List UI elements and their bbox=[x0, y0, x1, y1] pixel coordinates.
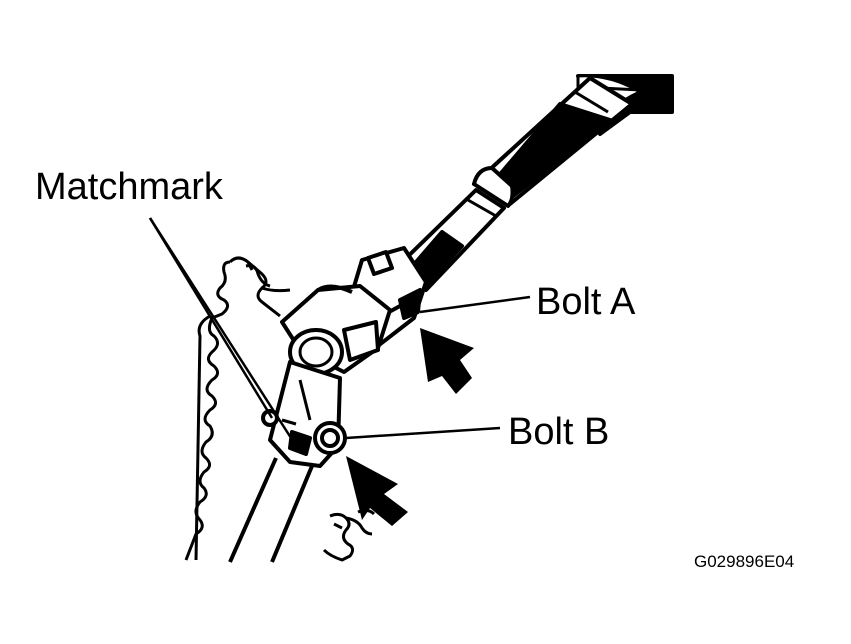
bolt-a-leader bbox=[419, 295, 531, 314]
matchmark-label: Matchmark bbox=[35, 166, 223, 208]
body-panel-outline bbox=[184, 256, 291, 561]
universal-joint-cross bbox=[280, 284, 392, 376]
bolt-b-leader bbox=[345, 426, 501, 440]
steering-shaft-lower bbox=[228, 457, 314, 563]
floor-panel-outline bbox=[322, 508, 376, 562]
figure-code: G029896E04 bbox=[694, 552, 795, 571]
bolt-b-head bbox=[313, 421, 347, 455]
matchmark-leader-2 bbox=[148, 217, 274, 419]
leader-lines bbox=[148, 217, 531, 453]
bolt-b-label: Bolt B bbox=[508, 411, 610, 453]
bolt-a-label: Bolt A bbox=[536, 281, 636, 323]
steering-column-upper-tube bbox=[472, 74, 674, 208]
bolt-b-arrow bbox=[346, 456, 408, 526]
bolt-a-arrow bbox=[420, 328, 474, 394]
